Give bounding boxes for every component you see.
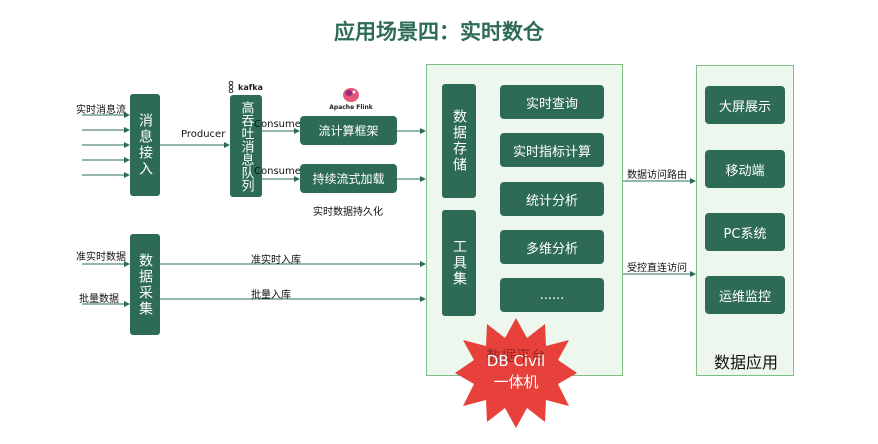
kafka-logo: kafka [226, 80, 268, 94]
toolset-box: 工具集 [442, 210, 476, 316]
page-title: 应用场景四：实时数仓 [334, 20, 544, 44]
data-storage-box: 数据存储 [442, 84, 476, 198]
message-ingest-box: 消息接入 [130, 94, 160, 196]
app-ops-monitoring: 运维监控 [705, 276, 785, 314]
kafka-icon [228, 81, 234, 93]
producer-label: Producer [181, 129, 226, 140]
data-collection-box: 数据采集 [130, 234, 160, 335]
app-pc-system: PC系统 [705, 213, 785, 251]
message-queue-box: 高吞吐消息队列 [230, 95, 262, 197]
function-realtime-query: 实时查询 [500, 85, 604, 119]
function-multidimensional-analysis: 多维分析 [500, 230, 604, 264]
stream-framework-box: 流计算框架 [300, 116, 397, 145]
apps-title: 数据应用 [713, 353, 778, 372]
persist-label: 实时数据持久化 [313, 207, 383, 218]
app-big-screen: 大屏展示 [705, 86, 785, 124]
consumer-label-2: Consumer [254, 166, 305, 177]
starburst-badge [455, 318, 577, 428]
function-more: ...... [500, 278, 604, 312]
badge-behind-text: 数据平台 [485, 347, 546, 365]
input-label-batch: 批量数据 [79, 294, 119, 305]
badge-line1: DB Civil [486, 352, 546, 370]
flink-logo: Apache Flink [327, 86, 375, 116]
function-realtime-metrics: 实时指标计算 [500, 133, 604, 167]
flink-logo-text: Apache Flink [329, 104, 373, 111]
input-label-near-realtime: 准实时数据 [76, 252, 126, 263]
function-statistical-analysis: 统计分析 [500, 182, 604, 216]
near-realtime-load-label: 准实时入库 [251, 255, 301, 266]
route-label: 数据访问路由 [627, 170, 687, 181]
flink-icon [343, 88, 359, 102]
direct-access-label: 受控直连访问 [627, 263, 687, 274]
consumer-label-1: Consumer [254, 119, 305, 130]
app-mobile: 移动端 [705, 150, 785, 188]
batch-load-label: 批量入库 [251, 290, 291, 301]
continuous-loading-box: 持续流式加载 [300, 164, 397, 193]
kafka-logo-text: kafka [238, 82, 263, 92]
badge-line2: 一体机 [493, 373, 539, 391]
input-label-realtime: 实时消息流 [76, 105, 126, 116]
